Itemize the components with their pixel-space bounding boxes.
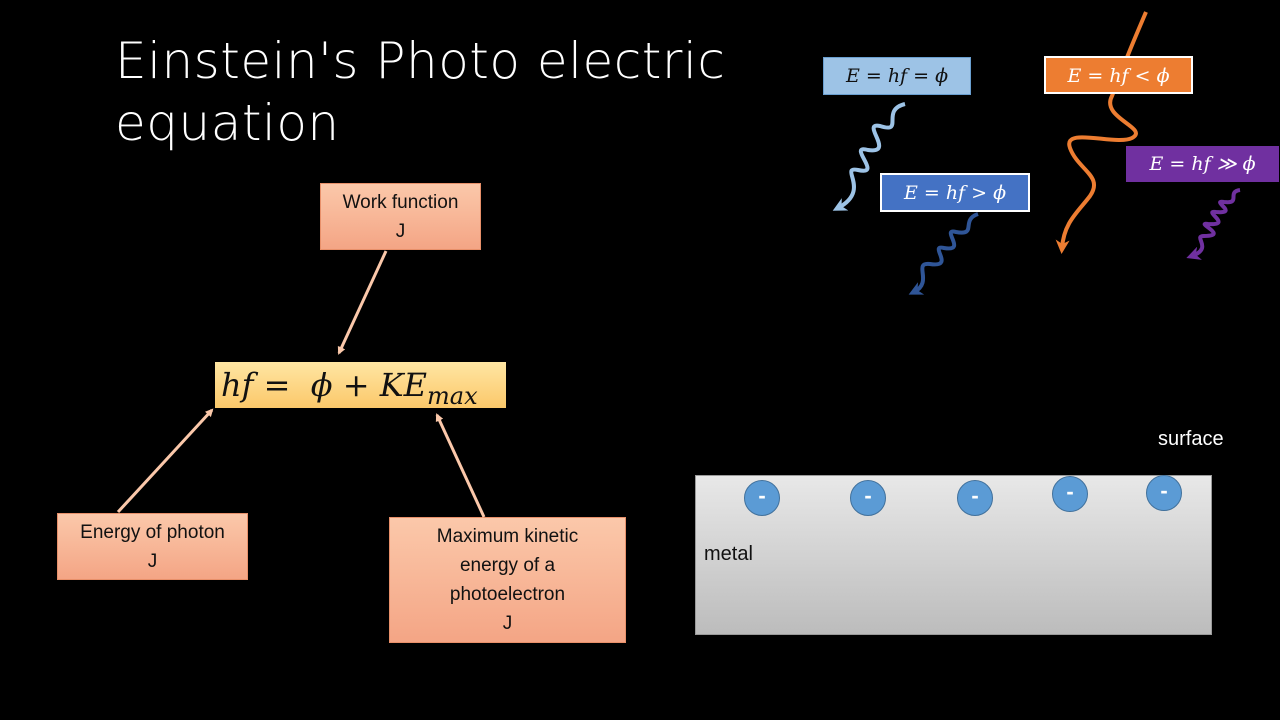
electron: - (1146, 475, 1182, 511)
eq-ke: KE (379, 366, 428, 404)
max-kinetic-energy-label: Maximum kinetic energy of a photoelectro… (436, 526, 579, 605)
work-function-unit: J (395, 220, 406, 242)
photon-energy-greater-label: E = hf > ϕ (880, 173, 1030, 212)
photon-wave-much-greater (1186, 188, 1241, 260)
metal-label: metal (704, 543, 753, 565)
photon-energy-less-label: E = hf < ϕ (1044, 56, 1193, 94)
eq-lhs: hf (221, 366, 254, 404)
work-function-callout: Work function J (320, 183, 481, 250)
electron: - (957, 480, 993, 516)
work-function-arrow (337, 250, 388, 355)
eq-ke-subscript: max (427, 382, 478, 410)
metal-block (695, 475, 1212, 635)
energy-of-photon-callout: Energy of photon J (57, 513, 248, 580)
electron: - (850, 480, 886, 516)
eq-plus: + (342, 366, 370, 404)
electron: - (744, 480, 780, 516)
photon-energy-much-greater-label: E = hf ≫ ϕ (1126, 146, 1279, 182)
photoelectric-equation: hf = ϕ + KEmax (215, 362, 506, 410)
energy-of-photon-arrow (116, 408, 214, 514)
photon-wave-greater (908, 212, 979, 295)
slide-title: Einstein's Photo electric equation (115, 32, 726, 152)
energy-of-photon-unit: J (147, 550, 158, 572)
eq-phi: ϕ (310, 366, 333, 404)
max-kinetic-energy-unit: J (502, 613, 513, 634)
photon-wave-less (1055, 11, 1148, 254)
electron: - (1052, 476, 1088, 512)
photon-energy-equal-label: E = hf = ϕ (823, 57, 971, 95)
eq-equals: = (263, 366, 291, 404)
surface-label: surface (1158, 428, 1224, 450)
max-kinetic-energy-callout: Maximum kinetic energy of a photoelectro… (389, 517, 626, 643)
energy-of-photon-label: Energy of photon (80, 521, 225, 543)
max-kinetic-energy-arrow (435, 413, 486, 518)
work-function-label: Work function (342, 191, 459, 213)
